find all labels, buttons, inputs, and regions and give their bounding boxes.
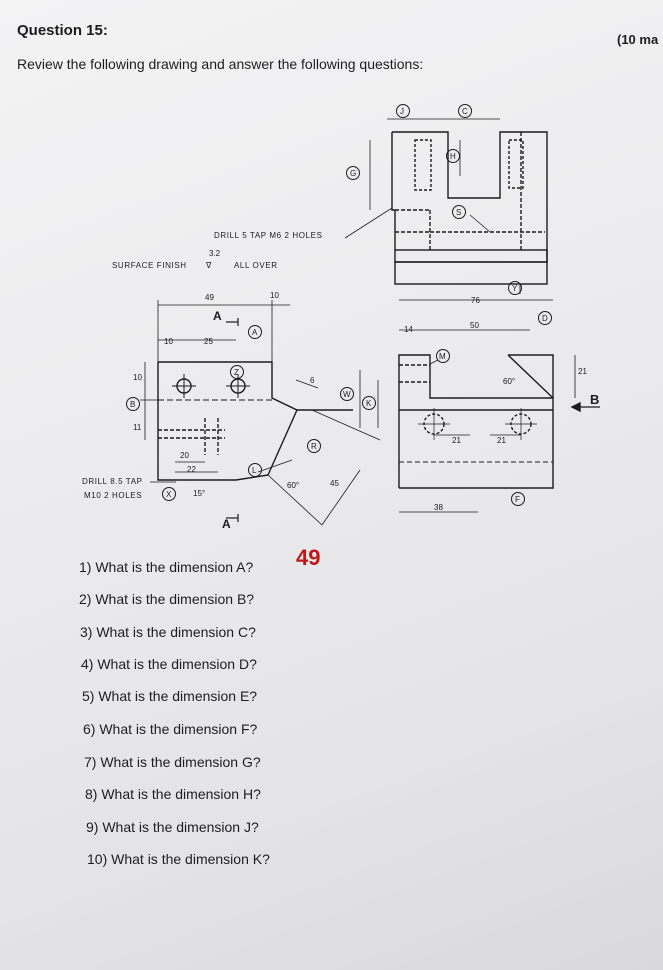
dim-22: 22 [187,465,196,474]
dim-21-vertical: 21 [578,367,587,376]
dim-49: 49 [205,293,214,302]
question-instructions: Review the following drawing and answer … [17,56,424,72]
dim-25: 25 [204,337,213,346]
balloon-h: H [450,152,456,161]
dim-21-a: 21 [452,436,461,445]
dim-20: 20 [180,451,189,460]
finish-value: 3.2 [209,249,221,258]
finish-symbol: ∇ [205,261,212,270]
handwritten-answer: 49 [296,545,321,570]
dim-60-degrees-front: 60° [287,481,299,490]
question-item: 1) What is the dimension A? [79,559,254,575]
front-view-hole-symbols [172,374,250,398]
question-title: Question 15: [17,22,108,39]
balloon-x: X [166,490,172,499]
side-view [359,299,600,513]
dim-15-degrees: 15° [193,489,205,498]
question-item: 7) What is the dimension G? [84,754,261,770]
balloon-l: L [252,466,257,475]
question-item: 8) What is the dimension H? [85,786,261,802]
dim-76: 76 [471,296,480,305]
drill-tap-m10-note-line1: DRILL 8.5 TAP [82,477,143,486]
balloon-c: C [462,107,468,116]
balloon-j: J [400,107,404,116]
balloon-s: S [456,208,461,217]
question-item: 5) What is the dimension E? [82,688,258,704]
balloon-k: K [366,399,372,408]
balloon-f: F [515,495,520,504]
balloon-m: M [439,352,446,361]
dim-10-left: 10 [164,337,173,346]
top-view [344,118,548,294]
balloon-a: A [252,328,258,337]
front-view [140,300,381,526]
marks-label: (10 ma [617,32,659,47]
dim-6: 6 [310,376,315,385]
dim-10-vertical: 10 [133,373,142,382]
dimension-balloons: J C G H S Y D M W K F A Z B R L X [126,104,552,506]
dim-10-top: 10 [270,291,279,300]
dim-38: 38 [434,503,443,512]
question-item: 9) What is the dimension J? [86,819,259,835]
dim-21-b: 21 [497,436,506,445]
dim-50: 50 [470,321,479,330]
balloon-r: R [311,442,317,451]
question-item: 6) What is the dimension F? [83,721,258,737]
dim-60-degrees-side: 60° [503,377,515,386]
question-item: 4) What is the dimension D? [81,656,257,672]
balloon-y: Y [512,284,518,293]
section-a-top-label: A [213,309,222,323]
balloon-d: D [542,314,548,323]
dim-14: 14 [404,325,413,334]
balloon-b: B [130,400,135,409]
all-over-note: ALL OVER [234,261,278,270]
drill-tap-m6-note: DRILL 5 TAP M6 2 HOLES [214,231,323,240]
dim-11: 11 [133,423,142,432]
technical-drawing: DRILL 5 TAP M6 2 HOLES SURFACE FINISH 3.… [82,104,600,530]
question-item: 3) What is the dimension C? [80,624,256,640]
surface-finish-note: SURFACE FINISH [112,261,187,270]
question-item: 10) What is the dimension K? [87,851,270,867]
balloon-w: W [343,390,351,399]
drill-tap-m10-note-line2: M10 2 HOLES [84,491,142,500]
dim-45: 45 [330,479,339,488]
question-item: 2) What is the dimension B? [79,591,255,607]
balloon-z: Z [234,368,239,377]
balloon-g: G [350,169,356,178]
view-arrow-b-label: B [590,392,599,407]
section-a-bottom-label: A [222,517,231,530]
dimension-labels: DRILL 5 TAP M6 2 HOLES SURFACE FINISH 3.… [82,231,599,530]
